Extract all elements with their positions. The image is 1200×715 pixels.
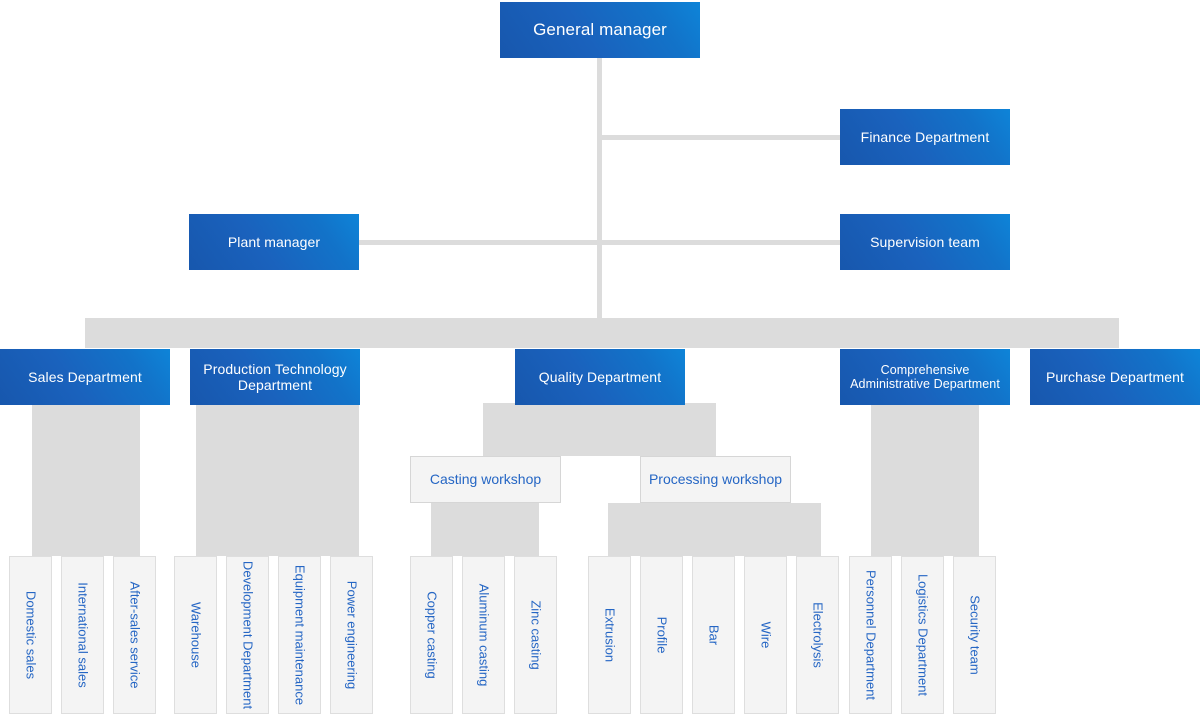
leaf-development-department-label: Development Department [240, 560, 255, 710]
node-processing-workshop-label: Processing workshop [648, 471, 783, 488]
leaf-domestic-sales-label: Domestic sales [23, 590, 38, 680]
connector-branch-finance [597, 135, 842, 140]
node-purchase-department-label: Purchase Department [1045, 368, 1185, 385]
node-casting-workshop-label: Casting workshop [429, 471, 542, 488]
node-finance-department[interactable]: Finance Department [840, 109, 1010, 165]
connector-branch-supervision [597, 240, 842, 245]
leaf-power-engineering[interactable]: Power engineering [330, 556, 373, 714]
connector-quality-subtree [483, 403, 716, 456]
node-comprehensive-administrative-department-label: Comprehensive Administrative Department [850, 362, 1000, 391]
node-supervision-team-label: Supervision team [870, 233, 980, 250]
connector-casting-subtree [431, 503, 539, 556]
leaf-international-sales[interactable]: International sales [61, 556, 104, 714]
node-finance-department-label: Finance Department [860, 128, 990, 145]
leaf-warehouse[interactable]: Warehouse [174, 556, 217, 714]
leaf-equipment-maintenance[interactable]: Equipment maintenance [278, 556, 321, 714]
leaf-warehouse-label: Warehouse [188, 602, 203, 668]
leaf-zinc-casting-label: Zinc casting [528, 600, 543, 670]
leaf-personnel-department-label: Personnel Department [863, 569, 878, 701]
leaf-logistics-department[interactable]: Logistics Department [901, 556, 944, 714]
node-casting-workshop[interactable]: Casting workshop [410, 456, 561, 503]
node-plant-manager-label: Plant manager [227, 233, 321, 250]
node-plant-manager[interactable]: Plant manager [189, 214, 359, 270]
leaf-copper-casting[interactable]: Copper casting [410, 556, 453, 714]
leaf-wire-label: Wire [758, 621, 773, 649]
leaf-security-team[interactable]: Security team [953, 556, 996, 714]
node-general-manager[interactable]: General manager [500, 2, 700, 58]
leaf-extrusion-label: Extrusion [602, 607, 617, 663]
node-production-technology-department[interactable]: Production Technology Department [190, 349, 360, 405]
leaf-bar[interactable]: Bar [692, 556, 735, 714]
leaf-equipment-maintenance-label: Equipment maintenance [292, 564, 307, 706]
node-processing-workshop[interactable]: Processing workshop [640, 456, 791, 503]
node-sales-department-label: Sales Department [28, 368, 142, 385]
leaf-bar-label: Bar [706, 624, 721, 646]
leaf-after-sales-service-label: After-sales service [127, 581, 142, 689]
node-production-technology-department-label: Production Technology Department [203, 360, 347, 393]
leaf-electrolysis-label: Electrolysis [810, 602, 825, 668]
connector-administrative-subtree [871, 403, 979, 556]
leaf-aluminum-casting[interactable]: Aluminum casting [462, 556, 505, 714]
node-general-manager-label: General manager [533, 20, 667, 40]
leaf-logistics-department-label: Logistics Department [915, 573, 930, 697]
leaf-after-sales-service[interactable]: After-sales service [113, 556, 156, 714]
leaf-wire[interactable]: Wire [744, 556, 787, 714]
leaf-copper-casting-label: Copper casting [424, 591, 439, 679]
node-quality-department[interactable]: Quality Department [515, 349, 685, 405]
connector-production-subtree [196, 403, 359, 556]
leaf-personnel-department[interactable]: Personnel Department [849, 556, 892, 714]
leaf-zinc-casting[interactable]: Zinc casting [514, 556, 557, 714]
node-comprehensive-administrative-department[interactable]: Comprehensive Administrative Department [840, 349, 1010, 405]
leaf-development-department[interactable]: Development Department [226, 556, 269, 714]
leaf-security-team-label: Security team [967, 595, 982, 675]
node-supervision-team[interactable]: Supervision team [840, 214, 1010, 270]
leaf-profile[interactable]: Profile [640, 556, 683, 714]
leaf-power-engineering-label: Power engineering [344, 580, 359, 690]
node-purchase-department[interactable]: Purchase Department [1030, 349, 1200, 405]
leaf-extrusion[interactable]: Extrusion [588, 556, 631, 714]
leaf-aluminum-casting-label: Aluminum casting [476, 583, 491, 687]
leaf-electrolysis[interactable]: Electrolysis [796, 556, 839, 714]
connector-sales-subtree [32, 403, 140, 556]
connector-branch-plant-manager [357, 240, 600, 245]
node-quality-department-label: Quality Department [538, 368, 662, 385]
leaf-international-sales-label: International sales [75, 582, 90, 688]
connector-spine-main [597, 58, 602, 318]
leaf-profile-label: Profile [654, 616, 669, 654]
connector-department-bar [85, 318, 1119, 348]
node-sales-department[interactable]: Sales Department [0, 349, 170, 405]
connector-processing-subtree [608, 503, 821, 556]
leaf-domestic-sales[interactable]: Domestic sales [9, 556, 52, 714]
